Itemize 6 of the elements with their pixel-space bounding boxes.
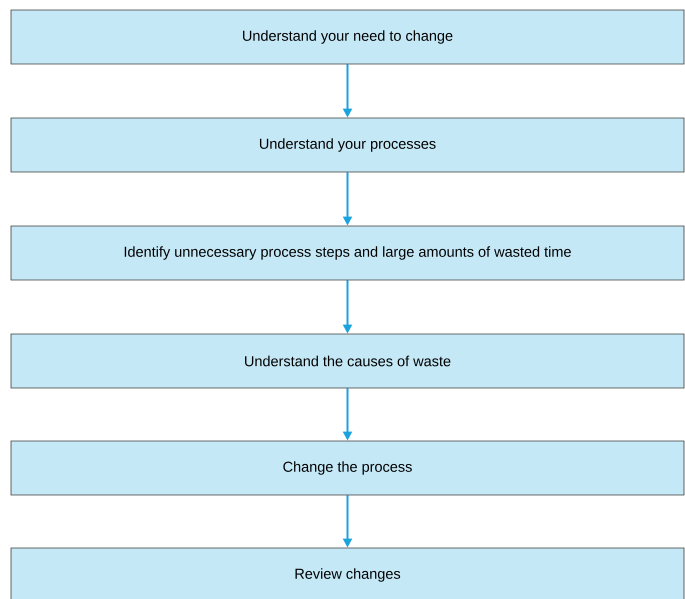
process-box: Understand the causes of waste	[10, 334, 684, 388]
process-box: Understand your need to change	[10, 10, 684, 64]
process-box: Change the process	[10, 440, 684, 496]
process-box: Identify unnecessary process steps and large amounts of wasted time	[10, 226, 684, 280]
process-box: Review changes	[10, 548, 684, 599]
process-box: Understand your processes	[10, 118, 684, 172]
